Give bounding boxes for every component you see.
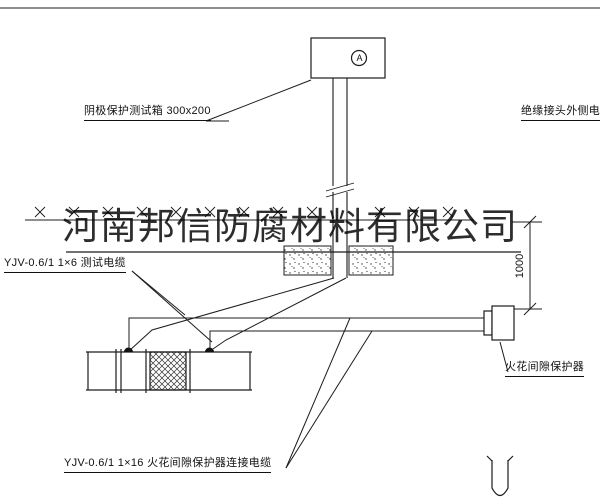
spark-gap-protector [483,305,515,373]
ground-hatch-marks [34,206,454,218]
protector-cables [128,317,484,352]
test-box-label: 阴极保护测试箱 300x200 [84,105,211,121]
spark-gap-protector-label: 火花间隙保护器 [505,361,585,377]
insulating-joint [149,351,187,391]
protector-cable-label: YJV-0.6/1 1×16 火花间隙保护器连接电缆 [64,457,272,473]
dimension-text: 1000 [514,253,526,279]
test-cables [128,277,347,352]
test-cable-label: YJV-0.6/1 1×6 测试电缆 [4,257,126,273]
flange-lines [115,349,122,393]
ammeter-symbol-letter: A [356,53,363,63]
protector-label-leader [499,341,509,373]
test-box [310,37,386,79]
weld-dots [124,347,214,352]
dimension-1000 [512,215,542,316]
pipeline [86,349,252,393]
vent-pipe-symbol [486,455,514,497]
test-box-leader [205,79,312,122]
protector-cable-leaders [285,317,373,469]
ground-line [25,206,474,221]
company-watermark: 河南邦信防腐材料有限公司 [62,205,518,248]
test-cable-leaders [131,270,213,343]
conduit-riser [325,78,355,278]
concrete-foundations [283,245,394,276]
insulated-joint-cable-label: 绝缘接头外侧电缆 [521,105,600,121]
